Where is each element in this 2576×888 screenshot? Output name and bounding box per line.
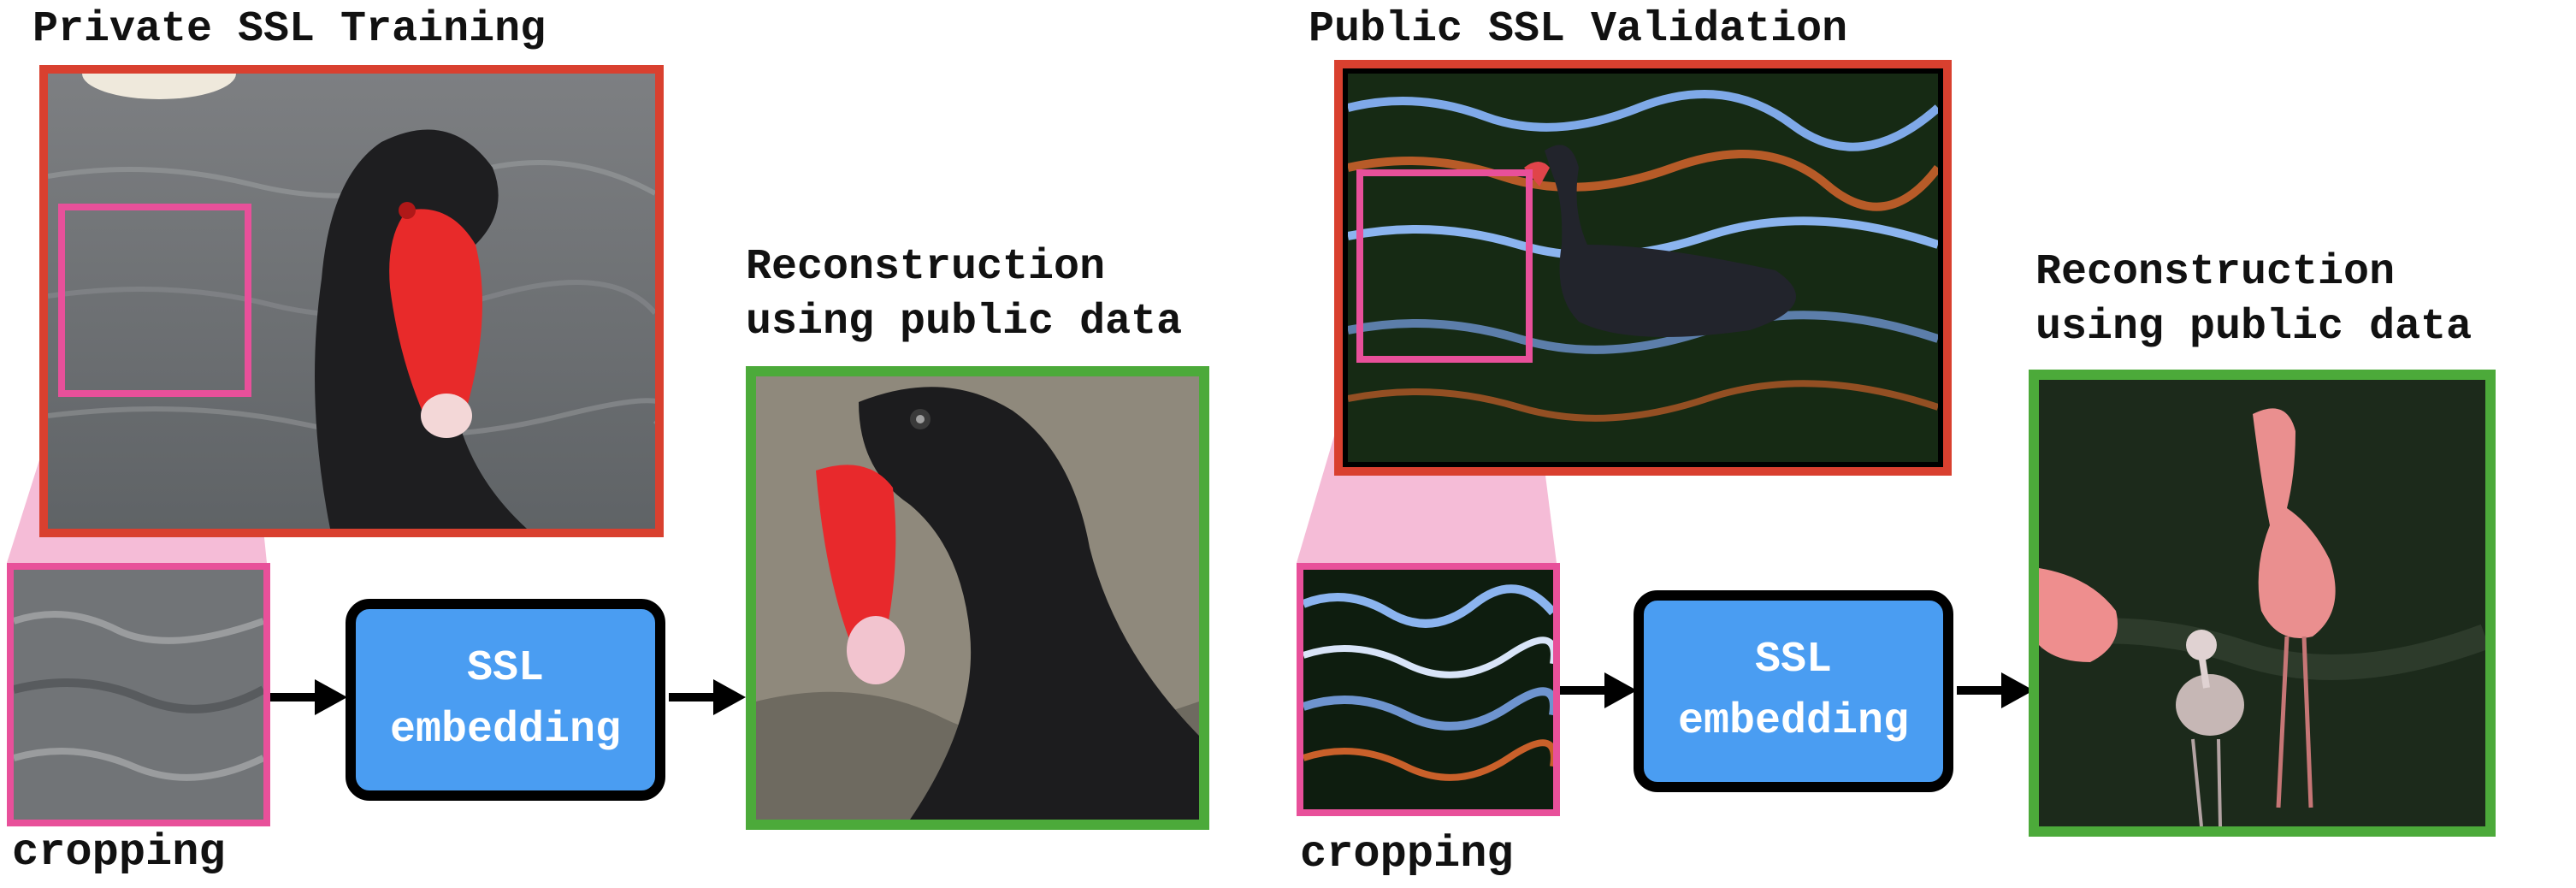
right-reconstruction-label-1: Reconstruction [2035, 248, 2396, 297]
private-training-image-frame [39, 65, 664, 537]
arrow-right-icon [1957, 672, 2034, 708]
public-validation-image-frame [1334, 60, 1952, 476]
arrow-right-icon [270, 679, 347, 715]
swan-water-crop [14, 570, 263, 820]
left-ssl-line1: SSL [466, 643, 544, 693]
black-swan-photo [48, 74, 655, 529]
right-ssl-line2: embedding [1677, 697, 1910, 746]
left-reconstruction-label-2: using public data [746, 298, 1183, 346]
left-ssl-line2: embedding [389, 706, 622, 755]
water-reflection-crop [1303, 570, 1553, 809]
left-ssl-embedding-box: SSL embedding [346, 599, 665, 801]
left-crop-label: cropping [12, 827, 226, 878]
flamingo-reconstruction [2039, 380, 2485, 826]
left-title: Private SSL Training [32, 5, 547, 54]
arrow-right-icon [1560, 672, 1637, 708]
left-crop-box [58, 204, 251, 397]
right-ssl-line1: SSL [1754, 635, 1832, 684]
swan-pond-photo [1343, 68, 1943, 467]
left-reconstruction-label-1: Reconstruction [746, 243, 1106, 292]
left-cropped-patch-frame [7, 563, 270, 826]
left-reconstruction-image-frame [746, 366, 1209, 830]
right-reconstruction-image-frame [2029, 370, 2496, 837]
right-cropped-patch-frame [1297, 563, 1560, 816]
arrow-right-icon [669, 679, 746, 715]
right-title: Public SSL Validation [1309, 5, 1848, 54]
swan-head-reconstruction [756, 376, 1199, 820]
right-reconstruction-label-2: using public data [2035, 303, 2473, 352]
right-ssl-embedding-box: SSL embedding [1634, 590, 1953, 792]
right-crop-label: cropping [1300, 829, 1514, 879]
right-crop-box [1356, 169, 1533, 363]
